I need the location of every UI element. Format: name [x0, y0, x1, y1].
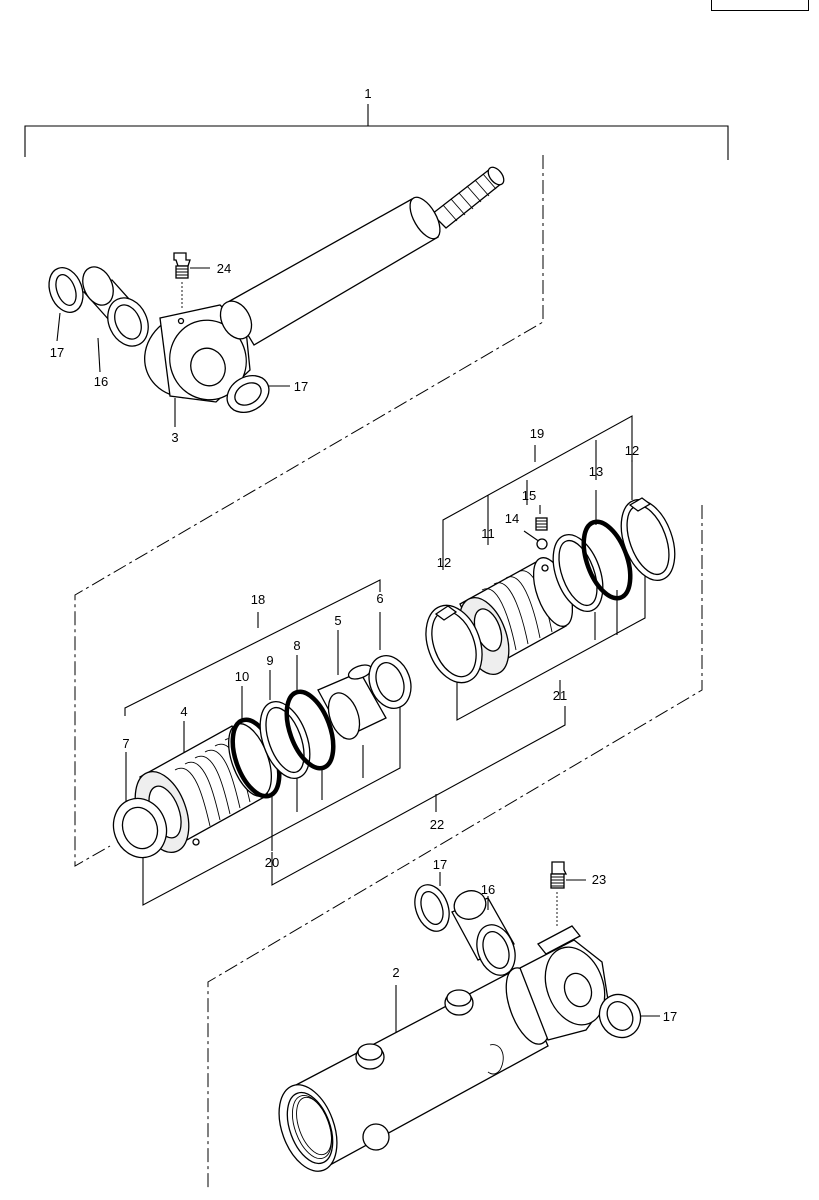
- top-bushing-and-seals: [48, 266, 290, 427]
- callout-4: 4: [180, 704, 187, 719]
- callout-10: 10: [235, 669, 249, 684]
- callout-19: 19: [530, 426, 544, 441]
- piston-rod: [144, 166, 505, 403]
- callout-16: 16: [94, 374, 108, 389]
- callout-9: 9: [266, 653, 273, 668]
- callout-12: 12: [625, 443, 639, 458]
- callout-23: 23: [592, 872, 606, 887]
- cylinder-barrel: [278, 925, 609, 1172]
- callout-17: 17: [433, 857, 447, 872]
- callout-17: 17: [50, 345, 64, 360]
- callout-21: 21: [553, 688, 567, 703]
- callout-14: 14: [505, 511, 519, 526]
- piston-group: [425, 415, 676, 721]
- callout-1: 1: [364, 86, 371, 101]
- callout-labels: 1 24 17 16 17 3 19 12 13 15 14 11 12 18 …: [50, 86, 677, 1024]
- callout-5: 5: [334, 613, 341, 628]
- assembly-bracket-1: [24, 104, 729, 160]
- callout-17: 17: [663, 1009, 677, 1024]
- assembly-boundaries: [74, 155, 703, 1190]
- callout-12: 12: [437, 555, 451, 570]
- callout-16: 16: [481, 882, 495, 897]
- callout-24: 24: [217, 261, 231, 276]
- callout-22: 22: [430, 817, 444, 832]
- callout-15: 15: [522, 488, 536, 503]
- callout-6: 6: [376, 591, 383, 606]
- callout-11: 11: [481, 526, 495, 541]
- gland-group: [112, 579, 566, 906]
- callout-13: 13: [589, 464, 603, 479]
- grease-nipple-24: [173, 252, 210, 310]
- callout-2: 2: [392, 965, 399, 980]
- callout-7: 7: [122, 736, 129, 751]
- callout-17: 17: [294, 379, 308, 394]
- callout-18: 18: [251, 592, 265, 607]
- bottom-bushing-and-seals: [395, 861, 660, 1039]
- callout-3: 3: [171, 430, 178, 445]
- callout-20: 20: [265, 855, 279, 870]
- corner-title-box: [711, 0, 809, 11]
- callout-8: 8: [293, 638, 300, 653]
